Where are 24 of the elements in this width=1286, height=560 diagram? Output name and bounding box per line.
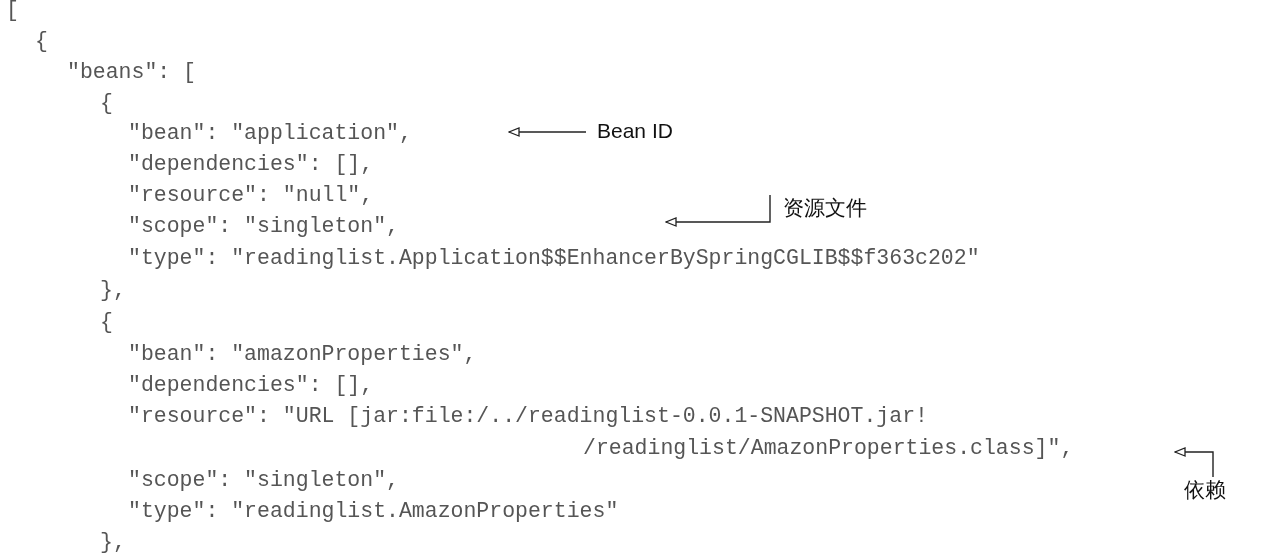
code-line: "scope": "singleton",: [128, 468, 399, 492]
code-line: "bean": "amazonProperties",: [128, 342, 477, 366]
leader-line: [665, 194, 771, 227]
code-line: "dependencies": [],: [128, 152, 374, 176]
code-line: "type": "readinglist.Application$$EnhancerBySpringCGLIB$$f363c202": [128, 246, 980, 270]
code-line: "beans": [: [67, 60, 197, 84]
code-line: "resource": "URL [jar:file:/../readinglist-0.0.1-SNAPSHOT.jar!: [128, 404, 928, 428]
annotation-label: 资源文件: [783, 196, 867, 220]
leader-line: [1174, 447, 1214, 478]
code-line: /readinglist/AmazonProperties.class]",: [583, 436, 1074, 460]
code-line: {: [100, 310, 113, 334]
code-line: "scope": "singleton",: [128, 214, 399, 238]
code-line: "dependencies": [],: [128, 373, 374, 397]
code-line: },: [100, 278, 126, 302]
code-line: [: [6, 0, 19, 22]
code-line: "type": "readinglist.AmazonProperties": [128, 499, 619, 523]
annotation-label: Bean ID: [597, 119, 673, 143]
code-line: "resource": "null",: [128, 183, 374, 207]
code-line: "bean": "application",: [128, 121, 412, 145]
code-line: },: [100, 530, 126, 554]
leader-line: [508, 127, 587, 137]
annotation-label: 依赖: [1184, 478, 1226, 502]
code-line: {: [35, 29, 48, 53]
code-line: {: [100, 91, 113, 115]
